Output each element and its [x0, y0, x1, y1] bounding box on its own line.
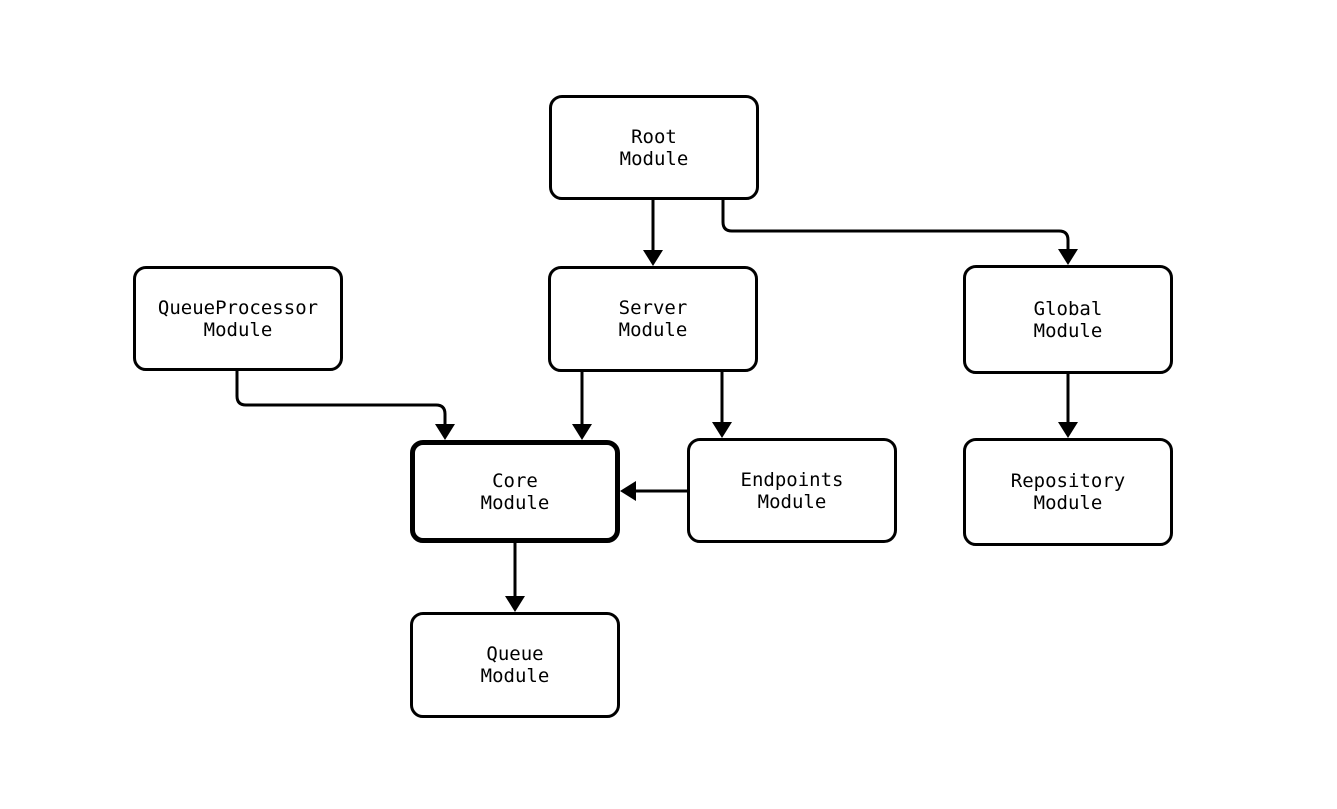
node-queueprocessor-title: QueueProcessor [157, 296, 319, 319]
node-repository-title: Repository [1010, 470, 1126, 492]
arrowhead-endpoints-to-core [620, 481, 636, 501]
node-server-title: Server [618, 297, 688, 319]
edge-root-to-global [721, 200, 1078, 265]
arrowhead-server-to-core [572, 424, 592, 440]
arrowhead-root-to-server [643, 250, 663, 266]
node-server-subtitle: Module [618, 319, 688, 341]
node-root-title: Root [631, 125, 677, 148]
node-queueprocessor-subtitle: Module [203, 318, 273, 341]
node-global-title: Global [1033, 297, 1103, 320]
node-core-title: Core [492, 469, 538, 492]
node-endpoints-title: Endpoints [740, 468, 844, 491]
node-core-subtitle: Module [480, 491, 550, 514]
arrowhead-server-to-endpoints [712, 422, 732, 438]
edge-server-to-endpoints [712, 372, 732, 438]
node-queue-subtitle: Module [480, 665, 550, 687]
node-root-subtitle: Module [619, 147, 689, 170]
edge-server-to-core [572, 372, 592, 440]
arrowhead-root-to-global [1058, 249, 1078, 265]
edge-root-to-server [643, 200, 663, 266]
node-queue-title: Queue [486, 643, 544, 665]
node-repository-subtitle: Module [1033, 492, 1103, 514]
node-global-subtitle: Module [1033, 319, 1103, 342]
arrowhead-core-to-queue [505, 596, 525, 612]
edge-global-to-repository [1058, 374, 1078, 438]
edge-queueprocessor-to-core [235, 371, 455, 440]
node-endpoints-subtitle: Module [757, 490, 827, 513]
edge-core-to-queue [505, 543, 525, 612]
edge-endpoints-to-core [620, 481, 687, 501]
arrowhead-queueprocessor-to-core [435, 424, 455, 440]
arrowhead-global-to-repository [1058, 422, 1078, 438]
